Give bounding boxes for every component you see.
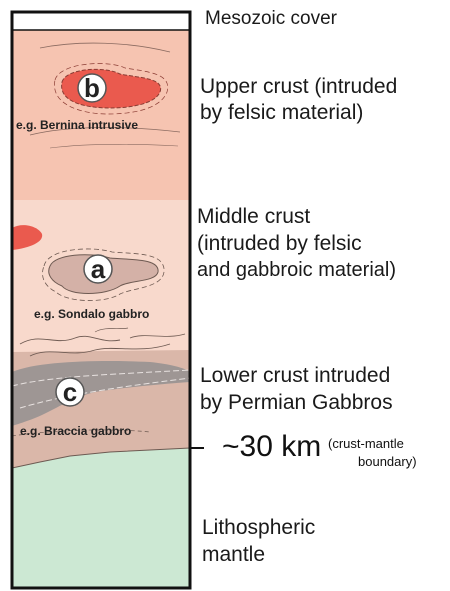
badge-c-letter: c [63,377,77,407]
label-lower-crust-1: Lower crust intruded [200,364,390,389]
moho-note-line2: boundary) [358,454,417,470]
example-braccia: e.g. Braccia gabbro [20,424,131,438]
mesozoic-cover-layer [12,12,190,30]
label-mantle-1: Lithospheric [202,516,315,541]
label-middle-crust-1: Middle crust [197,205,310,230]
label-middle-crust-3: and gabbroic material) [197,259,396,283]
badge-b: b [78,73,106,103]
lithospheric-mantle-layer [12,448,190,588]
moho-depth-label: ~30 km [222,430,321,464]
label-upper-crust-1: Upper crust (intruded [200,75,397,100]
badge-a: a [84,254,112,284]
label-upper-crust-2: by felsic material) [200,101,363,126]
label-middle-crust-2: (intruded by felsic [197,232,362,257]
badge-c: c [56,377,84,407]
label-mantle-2: mantle [202,543,265,568]
badge-b-letter: b [84,73,100,103]
label-lower-crust-2: by Permian Gabbros [200,391,393,416]
label-mesozoic: Mesozoic cover [205,8,337,30]
badge-a-letter: a [91,254,106,284]
example-sondalo: e.g. Sondalo gabbro [34,307,149,321]
moho-note-line1: (crust-mantle [328,436,404,452]
example-bernina: e.g. Bernina intrusive [16,118,138,132]
